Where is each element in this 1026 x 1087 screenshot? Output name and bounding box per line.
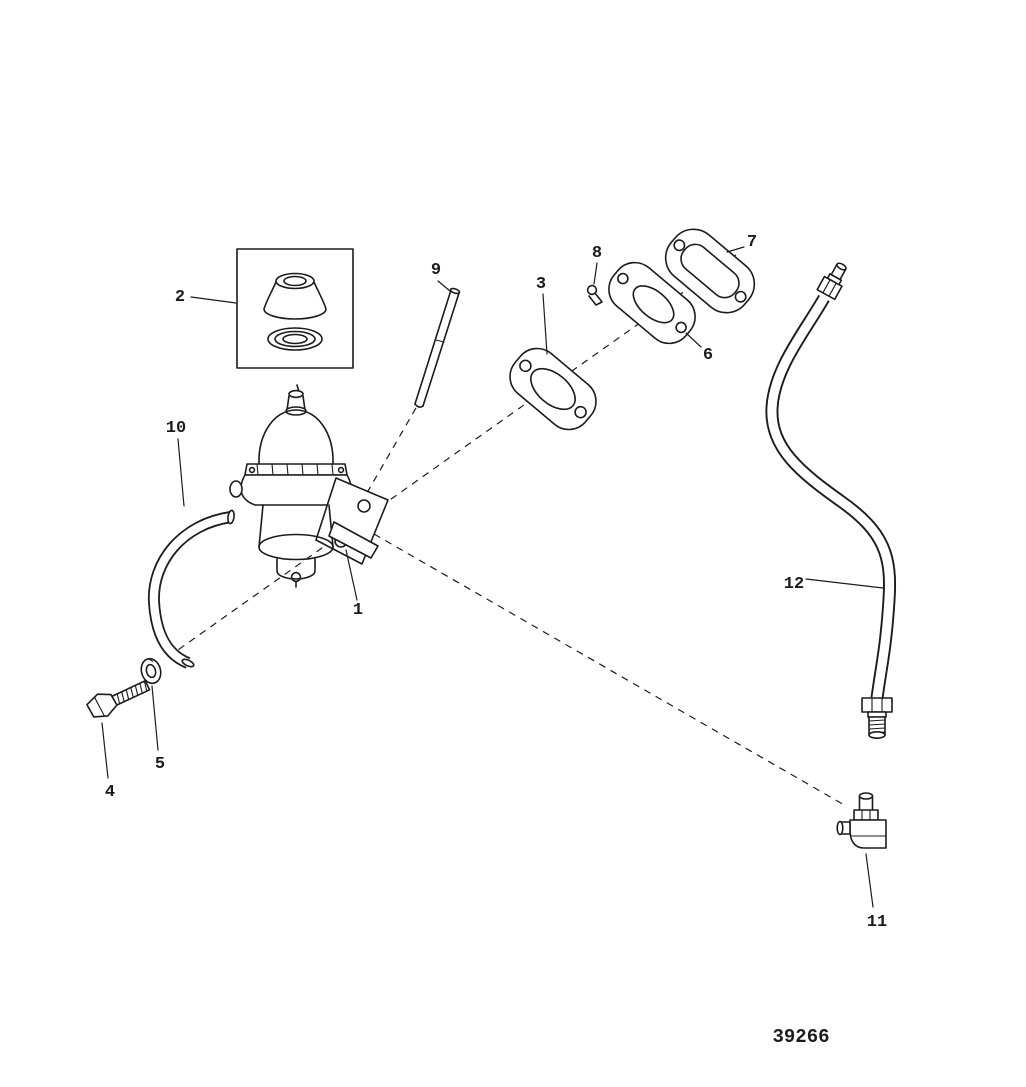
callout-6: 6 xyxy=(703,346,713,365)
part-push-rod xyxy=(414,287,461,408)
callout-4: 4 xyxy=(105,783,115,802)
seal-washer xyxy=(267,327,323,351)
leader-3 xyxy=(542,293,548,355)
leader-11 xyxy=(865,853,874,908)
leader-7 xyxy=(726,246,745,253)
part-bolt xyxy=(86,679,151,718)
part-gasket-outer xyxy=(664,228,756,314)
leader-12 xyxy=(805,578,884,589)
part-gasket-spacer xyxy=(509,347,597,431)
part-gasket-plate xyxy=(608,261,696,345)
callout-5: 5 xyxy=(155,755,165,774)
leader-6 xyxy=(685,332,702,348)
part-screw xyxy=(586,284,603,306)
callout-11: 11 xyxy=(867,913,887,932)
kit-box xyxy=(236,248,354,369)
callout-2: 2 xyxy=(175,288,185,307)
part-repair-kit xyxy=(236,248,354,369)
axis-line-elbow xyxy=(373,533,847,807)
leader-1 xyxy=(345,549,358,601)
leader-9 xyxy=(437,280,451,292)
callout-8: 8 xyxy=(592,244,602,263)
part-elbow-fitting xyxy=(836,792,887,849)
rubber-boot xyxy=(263,272,327,320)
fuel-line-bottom-fitting xyxy=(861,697,893,739)
leader-10 xyxy=(177,438,185,507)
callout-10: 10 xyxy=(166,419,186,438)
leader-4 xyxy=(101,722,109,779)
callout-9: 9 xyxy=(431,261,441,280)
callout-3: 3 xyxy=(536,275,546,294)
part-fuel-line xyxy=(765,262,897,739)
part-lock-washer xyxy=(140,657,162,685)
callout-7: 7 xyxy=(747,233,757,252)
leader-2 xyxy=(190,296,237,304)
leader-lines xyxy=(101,246,884,908)
figure-number: 39266 xyxy=(772,1026,829,1048)
callout-12: 12 xyxy=(784,575,804,594)
callout-labels: 1 2 3 4 5 6 7 8 9 10 11 12 xyxy=(105,233,887,932)
fuel-line-top-fitting xyxy=(816,262,847,301)
part-fuel-hose xyxy=(147,509,235,669)
leader-5 xyxy=(151,685,159,751)
assembly-axis-lines xyxy=(167,251,847,807)
axis-line-pushrod xyxy=(363,407,417,499)
callout-1: 1 xyxy=(353,601,363,620)
leader-8 xyxy=(593,262,598,285)
part-fuel-pump xyxy=(229,384,389,588)
